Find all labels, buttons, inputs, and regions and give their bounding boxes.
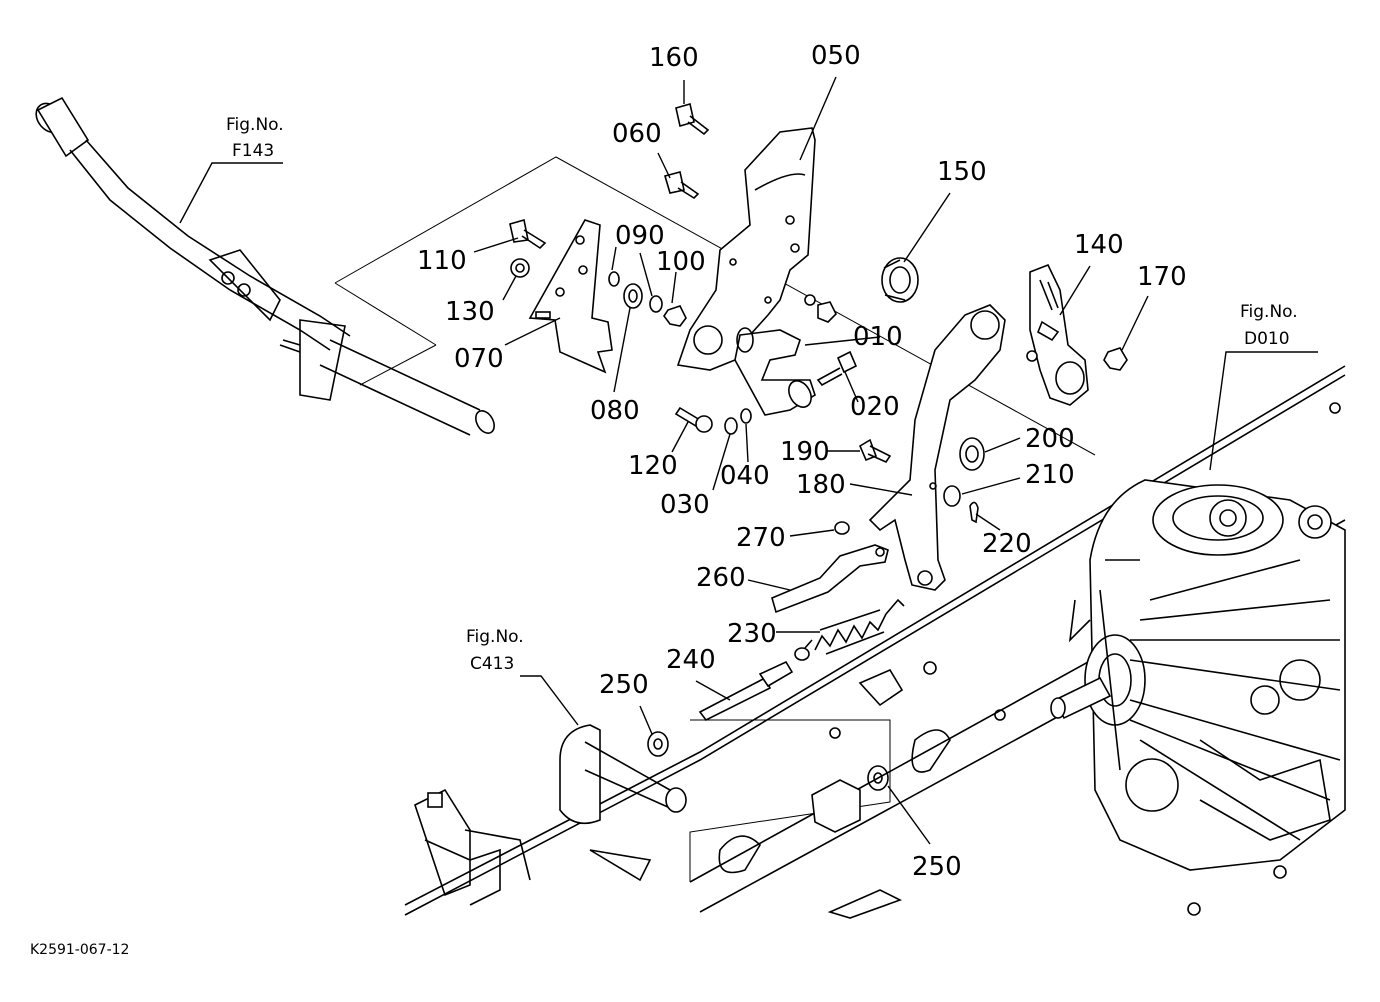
bracket-070-drawing — [528, 219, 613, 374]
part-label-160: 160 — [649, 43, 699, 73]
figure-reference-d010: Fig.No. D010 — [1240, 302, 1298, 349]
part-label-130: 130 — [445, 297, 495, 327]
figure-reference-c413: Fig.No. C413 — [466, 627, 524, 674]
fig-ref-prefix: Fig.No. — [226, 115, 284, 135]
part-label-190: 190 — [780, 437, 830, 467]
part-label-020: 020 — [850, 392, 900, 422]
part-label-240: 240 — [666, 645, 716, 675]
part-label-250: 250 — [599, 670, 649, 700]
fig-ref-code: C413 — [470, 654, 514, 674]
part-label-030: 030 — [660, 490, 710, 520]
part-label-070: 070 — [454, 344, 504, 374]
hand-lever-drawing — [35, 96, 495, 436]
part-label-110: 110 — [417, 246, 467, 276]
cam-140-drawing — [1026, 263, 1089, 406]
arm-010-drawing — [734, 327, 816, 416]
part-label-090: 090 — [615, 221, 665, 251]
transmission-drawing — [1050, 479, 1346, 871]
fig-ref-code: F143 — [232, 141, 274, 161]
part-labels: 010 020 030 040 050 060 070 080 090 100 … — [417, 41, 1187, 882]
leader-lines — [179, 76, 1318, 845]
part-label-080: 080 — [590, 396, 640, 426]
part-label-100: 100 — [656, 247, 706, 277]
part-label-140: 140 — [1074, 230, 1124, 260]
part-label-220: 220 — [982, 529, 1032, 559]
hardware-drawing — [509, 102, 1128, 791]
part-label-150: 150 — [937, 157, 987, 187]
fig-ref-prefix: Fig.No. — [1240, 302, 1298, 322]
part-label-060: 060 — [612, 119, 662, 149]
part-label-270: 270 — [736, 523, 786, 553]
part-label-210: 210 — [1025, 460, 1075, 490]
part-label-260: 260 — [696, 563, 746, 593]
figure-reference-f143: Fig.No. F143 — [226, 115, 284, 161]
part-label-040: 040 — [720, 461, 770, 491]
part-label-200: 200 — [1025, 424, 1075, 454]
part-label-250: 250 — [912, 852, 962, 882]
diagram-code: K2591-067-12 — [30, 942, 129, 958]
lever-180-drawing — [868, 304, 1006, 591]
part-label-230: 230 — [727, 619, 777, 649]
part-label-010: 010 — [853, 322, 903, 352]
part-label-180: 180 — [796, 470, 846, 500]
fig-ref-code: D010 — [1244, 329, 1290, 349]
drawing — [35, 96, 1346, 919]
fig-ref-prefix: Fig.No. — [466, 627, 524, 647]
part-label-170: 170 — [1137, 262, 1187, 292]
part-label-050: 050 — [811, 41, 861, 71]
part-label-120: 120 — [628, 451, 678, 481]
